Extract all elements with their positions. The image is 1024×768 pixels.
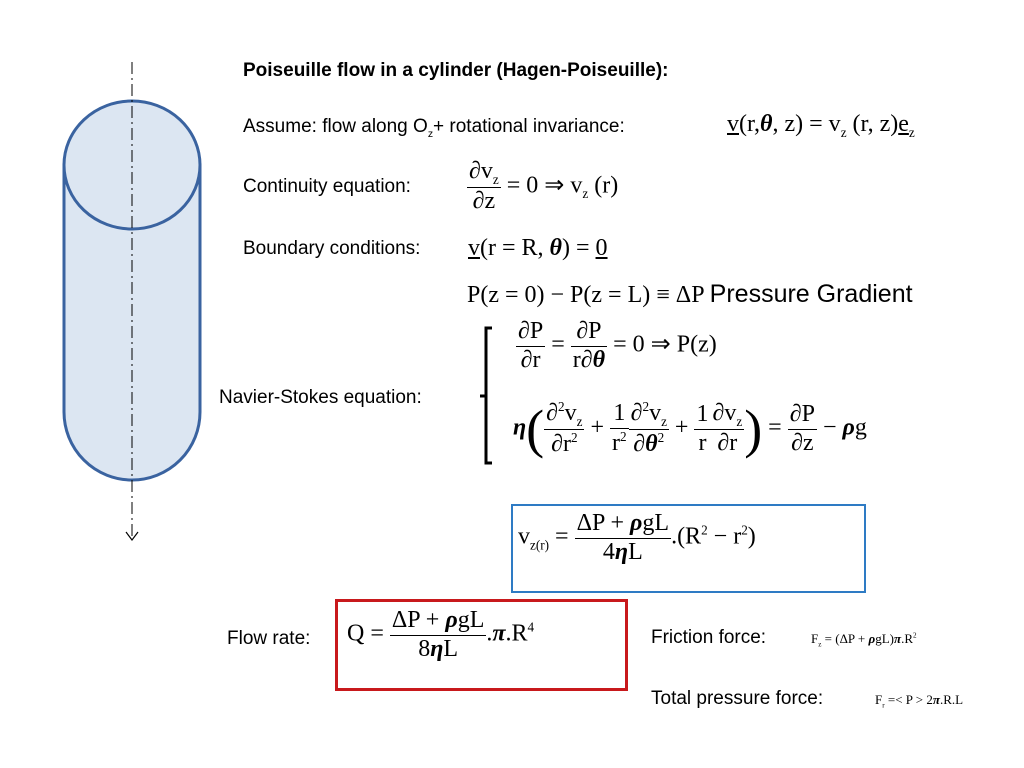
navier-label: Navier-Stokes equation: bbox=[219, 387, 422, 408]
flow-rate-label: Flow rate: bbox=[227, 628, 311, 649]
boundary-equation: v(r = R, θ) = 0 bbox=[468, 235, 608, 261]
cylinder-top bbox=[62, 99, 202, 231]
flow-rate-box bbox=[335, 599, 628, 691]
assume-label: Assume: flow along Oz+ rotational invari… bbox=[243, 116, 625, 140]
boundary-label: Boundary conditions: bbox=[243, 238, 421, 259]
continuity-label: Continuity equation: bbox=[243, 176, 411, 197]
page-title: Poiseuille flow in a cylinder (Hagen-Poi… bbox=[243, 60, 669, 81]
velocity-profile-box bbox=[511, 504, 866, 593]
assume-text: Assume: flow along O bbox=[243, 116, 428, 137]
pressure-difference-equation: P(z = 0) − P(z = L) ≡ ΔP Pressure Gradie… bbox=[467, 280, 913, 308]
velocity-field-equation: v(r,θ, z) = vz (r, z)ez bbox=[727, 111, 915, 140]
friction-equation: Fz = (ΔP + ρgL)π.R2 bbox=[811, 631, 917, 649]
system-bracket bbox=[480, 326, 492, 465]
axis-arrow-icon bbox=[125, 531, 139, 541]
pressure-gradient-label: Pressure Gradient bbox=[709, 280, 913, 308]
continuity-equation: ∂vz∂z = 0 ⇒ vz (r) bbox=[467, 158, 619, 214]
friction-label: Friction force: bbox=[651, 627, 767, 648]
assume-sub: z bbox=[427, 128, 434, 140]
total-pressure-label: Total pressure force: bbox=[651, 688, 824, 709]
total-pressure-equation: Fr =< P > 2π.R.L bbox=[875, 692, 964, 710]
cylinder-body bbox=[62, 163, 202, 482]
assume-rest: + rotational invariance: bbox=[433, 116, 625, 137]
